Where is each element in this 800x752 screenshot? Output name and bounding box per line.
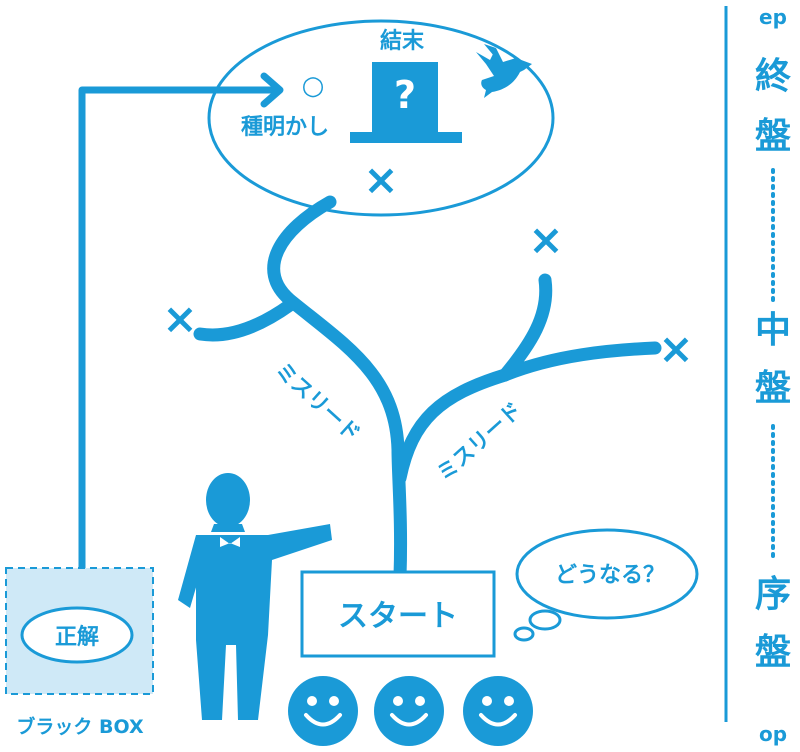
timeline: ep op 終 盤 中 盤 序 盤 (724, 5, 791, 746)
story-branch-tree (193, 195, 662, 583)
stage-middle-char-1: 中 (755, 310, 791, 351)
cross-mark-icon: × (528, 215, 563, 264)
right-branch (393, 368, 512, 485)
dove-icon (476, 44, 532, 98)
arrow-head-icon (260, 72, 284, 108)
reveal-label: 種明かし (241, 115, 329, 140)
answer-ellipse (20, 606, 134, 664)
cross-mark-icon: × (658, 324, 693, 373)
ending-ellipse (207, 19, 555, 217)
thought-bubble: どうなる？ (513, 528, 699, 642)
stage-late-char-2: 盤 (755, 116, 791, 157)
smiley-face-icon (288, 676, 358, 746)
answer-path-arrow (78, 72, 284, 612)
dead-end-marks: × × × × (162, 155, 693, 373)
main-branch-to-ending (267, 195, 408, 583)
audience (288, 676, 533, 746)
answer-label: 正解 (55, 624, 99, 650)
question-box-icon: ? (350, 62, 462, 143)
thought-bubble-dot (513, 626, 535, 642)
thought-bubble-main (515, 528, 699, 620)
ending-title: 結末 (380, 28, 425, 54)
question-mark: ? (394, 73, 416, 117)
start-box: スタート (300, 570, 496, 658)
stage-late-char-1: 終 (755, 56, 791, 97)
stage-early-char-1: 序 (755, 574, 791, 615)
black-box-caption: ブラック BOX (16, 715, 144, 738)
left-dead-branch (193, 298, 297, 342)
correct-circle-mark: ○ (302, 71, 325, 101)
thought-bubble-dot (528, 609, 562, 631)
start-frame (300, 570, 496, 658)
ending-zone: 結末 ? ○ 種明かし (207, 19, 555, 217)
presenter-icon (178, 473, 332, 720)
start-label: スタート (338, 599, 458, 634)
cross-mark-icon: × (162, 294, 197, 343)
black-box: 正解 ブラック BOX (5, 567, 154, 738)
cross-mark-icon: × (363, 155, 398, 204)
timeline-top-label: ep (759, 5, 787, 29)
timeline-bottom-label: op (759, 722, 787, 746)
stage-early-char-2: 盤 (755, 632, 791, 673)
misdirection-label-right: ミスリード (432, 398, 526, 486)
smiley-face-icon (374, 676, 444, 746)
misdirection-label-left: ミスリード (271, 358, 365, 446)
right-outer-dead-branch (498, 341, 662, 382)
stage-middle-char-2: 盤 (755, 368, 791, 409)
thought-bubble-text: どうなる？ (555, 563, 665, 588)
smiley-face-icon (463, 676, 533, 746)
